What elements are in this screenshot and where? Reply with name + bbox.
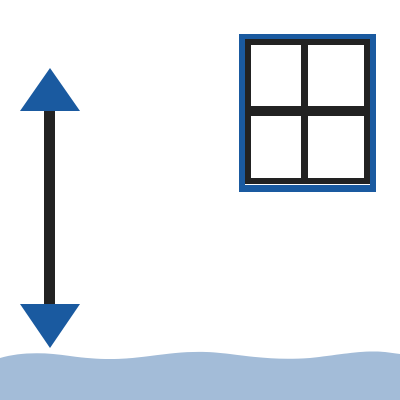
window-sill (248, 181, 367, 184)
window-icon (239, 34, 376, 192)
arrow-head-bottom (20, 304, 80, 348)
arrow-shaft (44, 106, 55, 310)
window-mullion-horizontal (248, 106, 367, 116)
vertical-double-arrow-icon (20, 68, 80, 348)
water-surface-icon (0, 351, 400, 400)
arrow-head-top (20, 68, 80, 111)
